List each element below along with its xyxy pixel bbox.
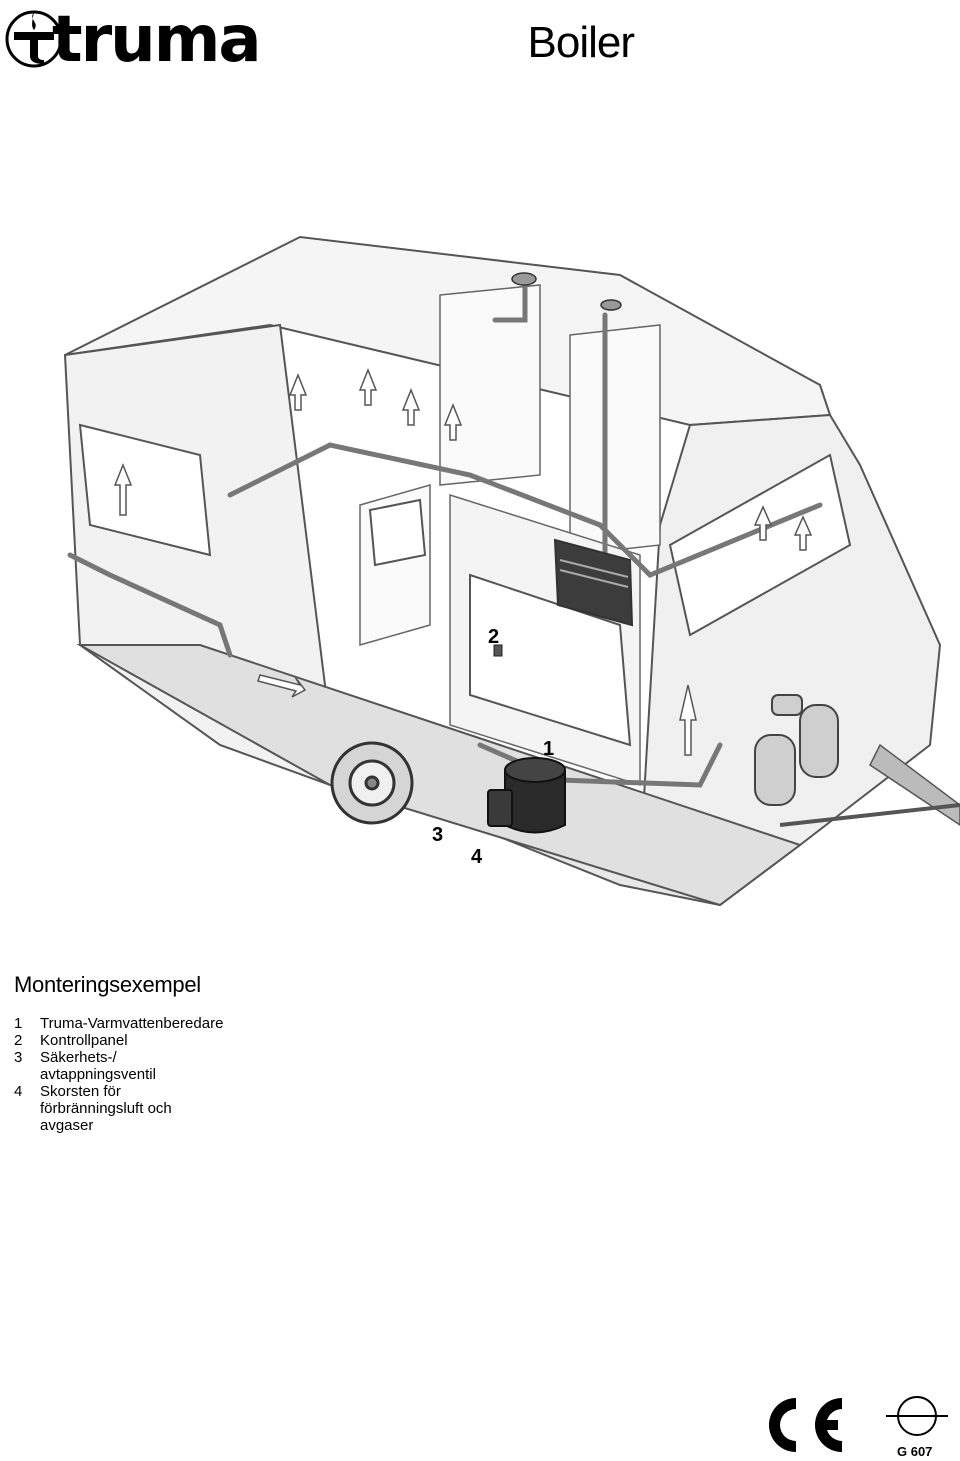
- legend-text: Kontrollpanel: [40, 1032, 128, 1049]
- legend-item: 2 Kontrollpanel: [14, 1032, 223, 1049]
- truma-logo-emblem: [5, 10, 63, 68]
- ce-mark-icon: [768, 1398, 842, 1452]
- legend-number: 4: [14, 1083, 23, 1100]
- caravan-installation-illustration: [63, 235, 960, 907]
- caption-heading: Monteringsexempel: [14, 972, 201, 997]
- legend-number: 3: [14, 1049, 23, 1066]
- gas-approval-code: G 607: [897, 1444, 933, 1459]
- legend-item: 1 Truma-Varmvattenberedare: [14, 1015, 223, 1032]
- legend-text: Truma-Varmvattenberedare: [40, 1015, 224, 1032]
- gas-approval-mark-icon: [886, 1396, 948, 1436]
- legend-item: 4 Skorsten för förbränningsluft och avga…: [14, 1083, 223, 1134]
- callout-3: 3: [432, 824, 444, 846]
- legend-list: 1 Truma-Varmvattenberedare 2 Kontrollpan…: [14, 1015, 223, 1134]
- callout-1: 1: [543, 738, 555, 760]
- truma-logo: truma: [4, 4, 262, 74]
- legend-number: 1: [14, 1015, 23, 1032]
- logo-wordmark: truma: [52, 3, 262, 77]
- legend-number: 2: [14, 1032, 23, 1049]
- callout-4: 4: [471, 846, 483, 868]
- legend-text: Skorsten för förbränningsluft och avgase…: [40, 1083, 172, 1134]
- page-title: Boiler: [527, 18, 635, 67]
- legend-text: Säkerhets-/ avtappningsventil: [40, 1049, 156, 1083]
- legend-item: 3 Säkerhets-/ avtappningsventil: [14, 1049, 223, 1083]
- callout-2: 2: [488, 626, 500, 648]
